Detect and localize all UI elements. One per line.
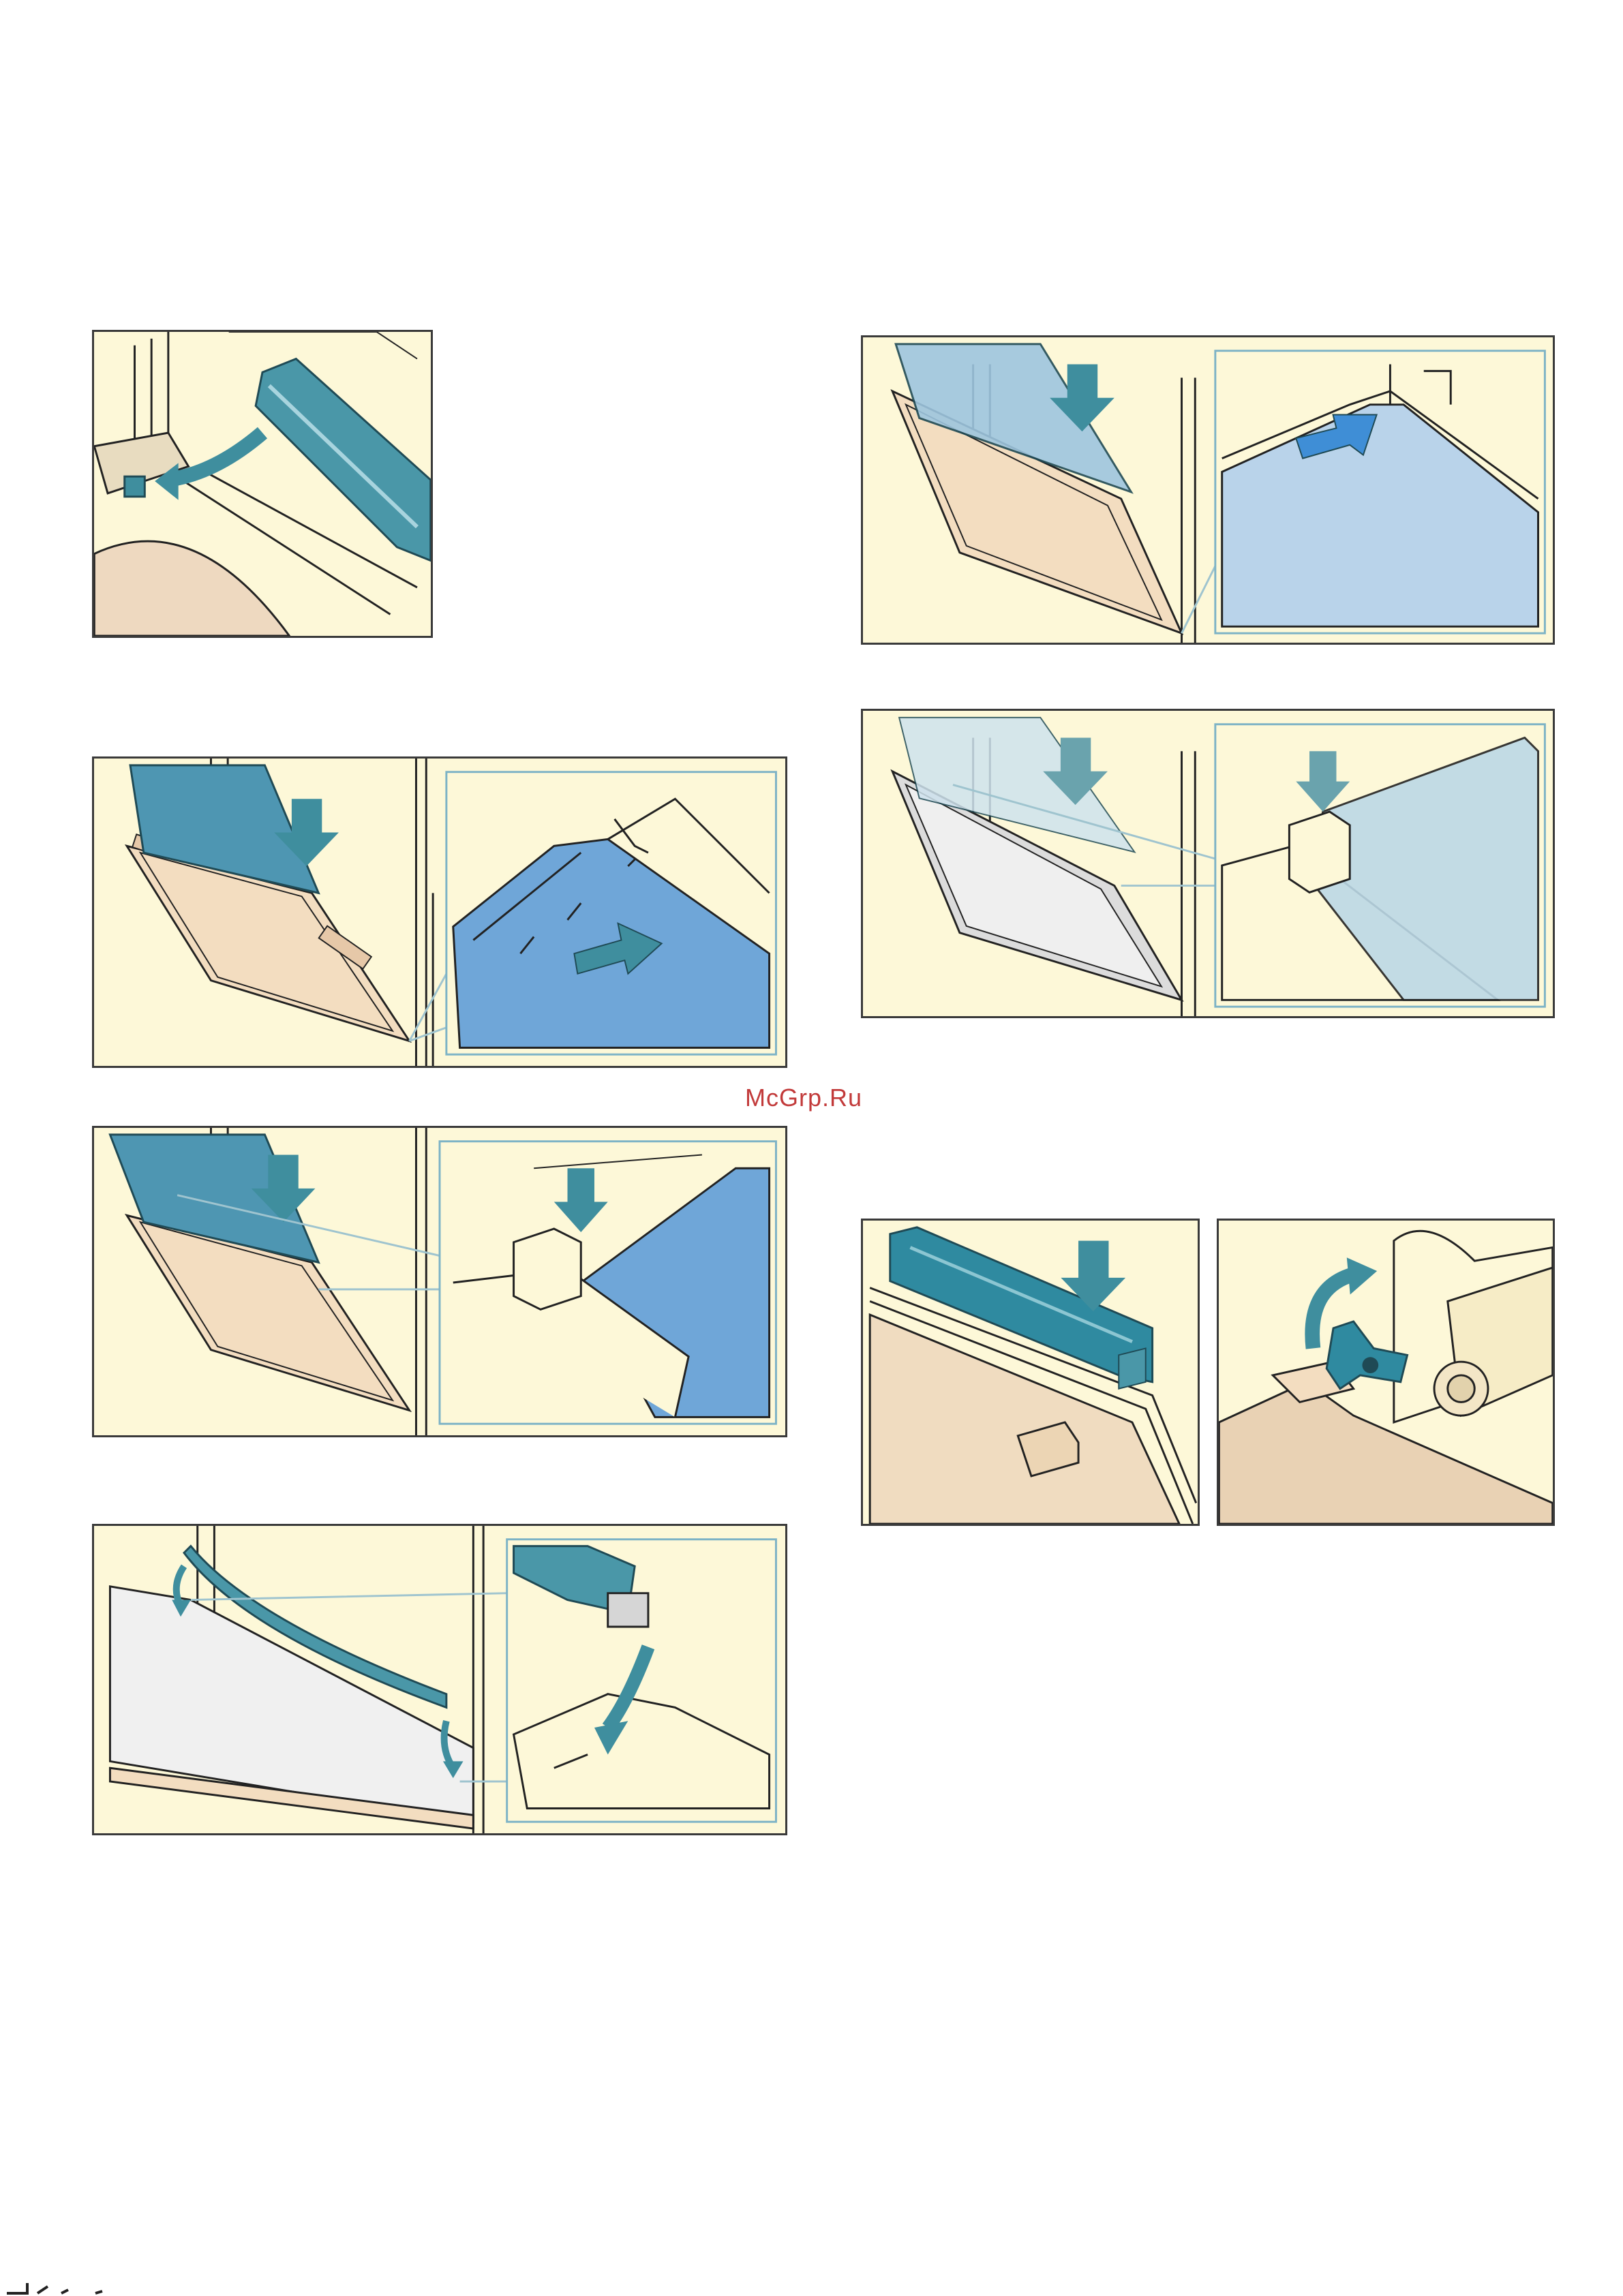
seal-strip-illustration <box>94 1526 785 1833</box>
outer-pane-illustration <box>863 337 1553 643</box>
step-insert-outer-pane <box>861 335 1555 645</box>
detail-inset <box>440 1142 776 1424</box>
page-footer-marks <box>0 2269 136 2296</box>
step-fit-seal-strip <box>92 1524 787 1835</box>
step-insert-inner-pane <box>92 756 787 1068</box>
step-attach-top-cover <box>861 1219 1200 1526</box>
detail-inset <box>446 772 776 1054</box>
detail-inset <box>1215 724 1545 1007</box>
step-push-pane-into-clip <box>861 709 1555 1018</box>
cover-strip-icon <box>256 358 431 560</box>
watermark-text: McGrp.Ru <box>745 1084 862 1112</box>
hinge-lever-illustration <box>1219 1221 1553 1524</box>
detail-inset <box>507 1540 776 1822</box>
inner-pane-illustration <box>94 759 785 1066</box>
cover-removal-illustration <box>94 332 431 636</box>
pane-holder-illustration <box>94 1128 785 1435</box>
pane-clip-illustration <box>863 711 1553 1016</box>
step-close-hinge-lever <box>1217 1219 1555 1526</box>
step-insert-pane-into-holder <box>92 1126 787 1437</box>
detail-inset <box>1215 351 1545 633</box>
step-remove-top-cover <box>92 330 433 638</box>
cover-attach-illustration <box>863 1221 1198 1524</box>
